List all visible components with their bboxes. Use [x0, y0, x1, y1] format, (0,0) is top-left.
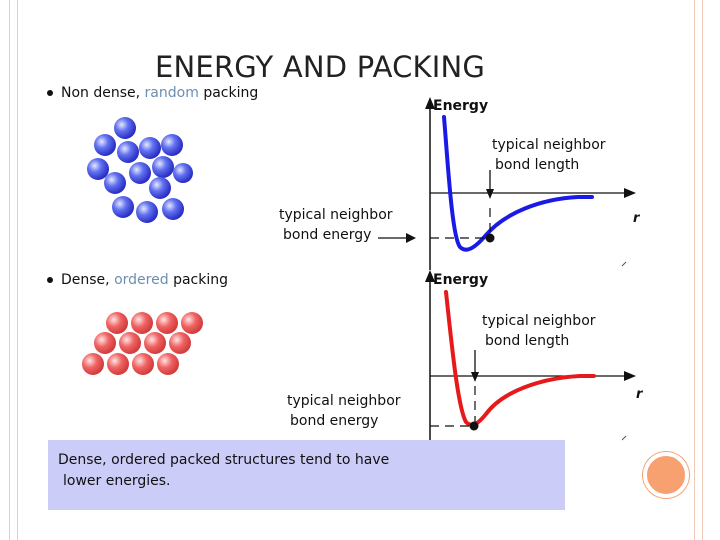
bond-energy-pointer — [378, 233, 416, 243]
x-axis-arrow-icon — [624, 188, 636, 198]
ordered-sphere-group — [82, 312, 203, 375]
callout-line2: lower energies. — [63, 473, 171, 489]
bullet-ordered-packing: Dense, ordered packing — [47, 272, 228, 288]
bond-length-arrow-head-icon — [471, 372, 479, 382]
bullet-suffix: packing — [203, 85, 259, 101]
bond-length-label: typical neighbor bond length — [492, 135, 606, 175]
bond-length-label-line2: bond length — [485, 333, 570, 349]
energy-plot-random — [425, 97, 636, 270]
callout-line1: Dense, ordered packed structures tend to… — [58, 452, 390, 468]
bond-energy-label-line1: typical neighbor — [287, 393, 401, 409]
bullet-random-packing: Non dense, random packing — [47, 85, 258, 101]
bullet-suffix: packing — [173, 272, 228, 288]
bullet-colored-word: ordered — [114, 272, 169, 288]
y-axis-arrow-icon — [425, 270, 435, 282]
bond-length-arrow-head-icon — [486, 189, 494, 199]
bond-energy-label-line2: bond energy — [290, 413, 379, 429]
random-packing-spheres-illustration — [87, 117, 193, 223]
conclusion-callout: Dense, ordered packed structures tend to… — [48, 440, 565, 510]
frame-line-left — [9, 0, 10, 540]
bond-length-label-line1: typical neighbor — [482, 313, 596, 329]
equilibrium-point — [485, 233, 495, 243]
bullet-dot-icon — [47, 277, 53, 283]
ordered-packing-spheres-illustration — [82, 312, 203, 375]
bond-energy-label: typical neighbor bond energy — [287, 391, 401, 431]
y-axis-label: Energy — [433, 272, 489, 288]
bond-energy-label-line1: typical neighbor — [279, 207, 393, 223]
frame-line-right-inner — [702, 0, 703, 540]
y-axis-label: Energy — [433, 98, 489, 114]
energy-plot-ordered — [425, 270, 636, 441]
bond-energy-label-line2: bond energy — [283, 227, 372, 243]
bond-length-label: typical neighbor bond length — [482, 311, 596, 351]
decorative-circle-icon — [643, 452, 689, 498]
x-axis-label: r — [636, 387, 643, 402]
x-axis-arrow-icon — [624, 371, 636, 381]
bullet-prefix: Non dense, — [61, 85, 141, 101]
tick-mark — [621, 261, 627, 267]
slide-title: ENERGY AND PACKING — [155, 50, 486, 84]
energy-curve-blue — [442, 115, 594, 252]
random-sphere-group — [87, 117, 193, 223]
bullet-colored-word: random — [144, 85, 199, 101]
pointer-arrow-icon — [406, 233, 416, 243]
bullet-prefix: Dense, — [61, 272, 110, 288]
y-axis-arrow-icon — [425, 97, 435, 109]
bullet-dot-icon — [47, 90, 53, 96]
x-axis-label: r — [633, 211, 640, 226]
tick-mark — [621, 435, 627, 441]
bond-energy-label: typical neighbor bond energy — [279, 205, 393, 245]
frame-line-left-inner — [17, 0, 18, 540]
bond-length-label-line2: bond length — [495, 157, 580, 173]
bond-length-label-line1: typical neighbor — [492, 137, 606, 153]
equilibrium-point — [469, 421, 479, 431]
frame-line-right — [694, 0, 695, 540]
